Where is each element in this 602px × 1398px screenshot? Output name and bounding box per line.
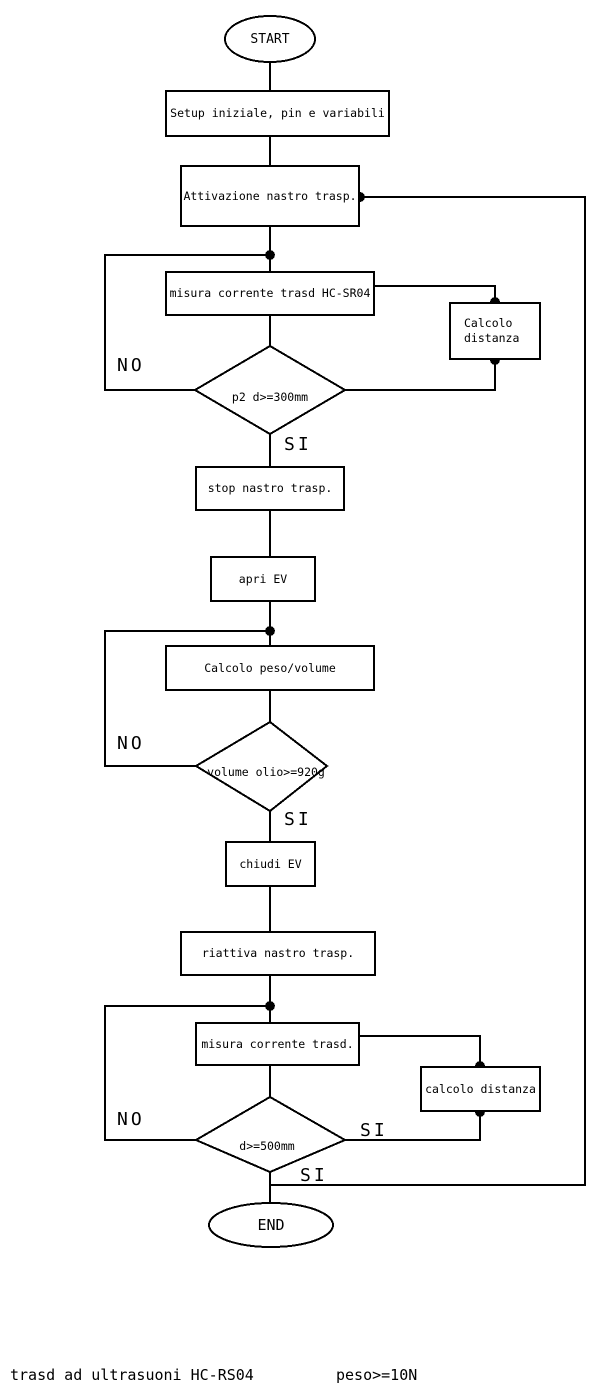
decision1-no-label: NO xyxy=(117,355,145,376)
decision3-diamond xyxy=(193,1095,348,1174)
connector-calcolo2-decision3 xyxy=(345,1112,481,1141)
process-calcolo-distanza-1: Calcolo distanza xyxy=(449,302,541,360)
start-label: START xyxy=(250,31,290,47)
decision1-label: p2 d>=300mm xyxy=(231,390,309,404)
decision2-label: volume olio>=920g xyxy=(207,765,325,779)
decision2-no-label: NO xyxy=(117,733,145,754)
decision1-diamond xyxy=(193,344,347,436)
junction-dot xyxy=(265,250,275,260)
junction-dot xyxy=(265,1001,275,1011)
decision2-si-label: SI xyxy=(284,809,312,830)
process-misura-corrente-1: misura corrente trasd HC-SR04 xyxy=(165,271,375,316)
calcolo-distanza-1-line1: Calcolo xyxy=(464,316,513,330)
footnote-trasduttore: trasd ad ultrasuoni HC-RS04 xyxy=(10,1366,254,1384)
process-calcolo-peso-volume: Calcolo peso/volume xyxy=(165,645,375,691)
junction-dot xyxy=(265,626,275,636)
connector-loop-right-return xyxy=(270,196,586,1186)
decision2-diamond xyxy=(194,720,329,813)
process-chiudi-ev: chiudi EV xyxy=(225,841,316,887)
connector-decision2-no-loop xyxy=(104,630,270,767)
process-calcolo-distanza-2: calcolo distanza xyxy=(420,1066,541,1112)
process-setup: Setup iniziale, pin e variabili xyxy=(165,90,390,137)
decision3-no-label: NO xyxy=(117,1109,145,1130)
connector-calcolo1-decision1 xyxy=(345,360,496,391)
process-misura-corrente-2: misura corrente trasd. xyxy=(195,1022,360,1066)
process-stop-nastro: stop nastro trasp. xyxy=(195,466,345,511)
end-terminator xyxy=(208,1202,334,1248)
decision3-si-bottom-label: SI xyxy=(300,1165,328,1186)
process-attivazione-nastro: Attivazione nastro trasp. xyxy=(180,165,360,227)
start-terminator xyxy=(224,15,316,63)
process-riattiva-nastro: riattiva nastro trasp. xyxy=(180,931,376,976)
calcolo-distanza-1-line2: distanza xyxy=(464,331,520,345)
connector-misura1-calcolo1 xyxy=(375,285,496,302)
process-apri-ev: apri EV xyxy=(210,556,316,602)
decision1-si-label: SI xyxy=(284,434,312,455)
connector-misura2-calcolo2 xyxy=(360,1035,481,1066)
end-label: END xyxy=(257,1216,285,1234)
footnote-peso: peso>=10N xyxy=(336,1366,418,1384)
decision3-si-right-label: SI xyxy=(360,1120,388,1141)
connector-decision1-no-loop xyxy=(104,254,270,391)
decision3-label: d>=500mm xyxy=(239,1139,295,1153)
connector-decision3-no-loop xyxy=(104,1005,270,1141)
